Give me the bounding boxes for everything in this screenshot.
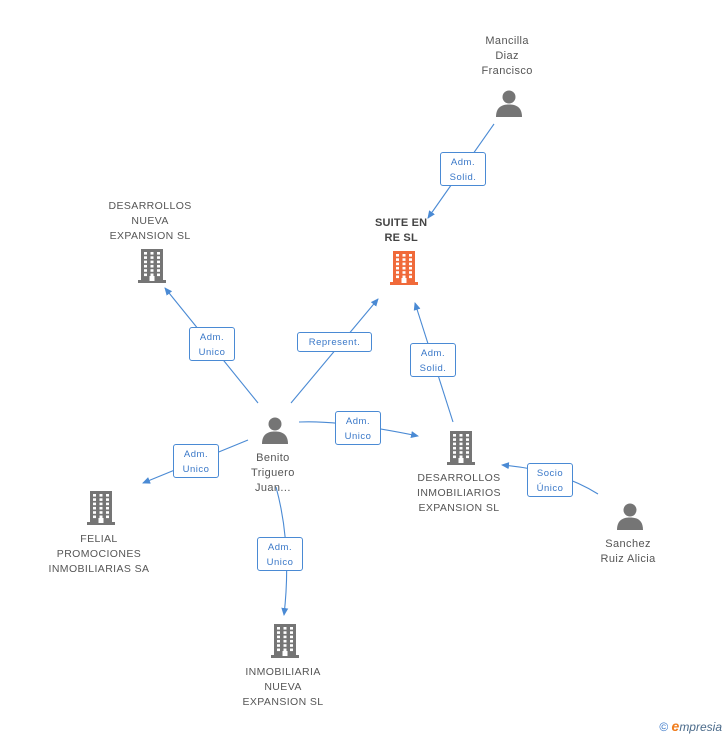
node-label-line: EXPANSION SL bbox=[418, 502, 500, 514]
edge-label-line: Unico bbox=[182, 464, 210, 475]
node-label-line: DESARROLLOS bbox=[417, 472, 501, 484]
node-label-suite[interactable]: SUITE EN RE SL bbox=[375, 216, 427, 246]
edge-label-line: Unico bbox=[266, 557, 294, 568]
node-label-line: Mancilla bbox=[485, 35, 529, 47]
edge-label-benito-felial[interactable]: Adm. Unico bbox=[173, 444, 219, 478]
edge-label-benito-suite[interactable]: Represent. bbox=[297, 332, 372, 352]
node-label-line: RE SL bbox=[384, 232, 418, 244]
node-label-line: Juan... bbox=[254, 482, 291, 494]
edge-label-line: Único bbox=[536, 483, 564, 494]
edge-label-mancilla-suite[interactable]: Adm. Solid. bbox=[440, 152, 486, 186]
node-label-line: EXPANSION SL bbox=[109, 230, 191, 242]
edge-label-line: Adm. bbox=[267, 542, 293, 553]
node-label-line: DESARROLLOS bbox=[108, 200, 192, 212]
person-icon-mancilla[interactable] bbox=[494, 88, 524, 123]
edge-label-benito-desarrollos-inmob[interactable]: Adm. Unico bbox=[335, 411, 381, 445]
edge-label-line: Solid. bbox=[449, 172, 477, 183]
node-label-line: INMOBILIARIAS SA bbox=[48, 563, 150, 575]
edge-label-line: Adm. bbox=[450, 157, 476, 168]
node-label-line: NUEVA bbox=[264, 681, 302, 693]
node-label-line: PROMOCIONES bbox=[56, 548, 142, 560]
building-icon-felial[interactable] bbox=[86, 491, 116, 530]
edge-label-line: Solid. bbox=[419, 363, 447, 374]
node-label-line: Diaz bbox=[495, 50, 519, 62]
edge-label-desarrollos-inmob-suite[interactable]: Adm. Solid. bbox=[410, 343, 456, 377]
node-label-line: Benito bbox=[256, 452, 290, 464]
node-label-line: INMOBILIARIA bbox=[245, 666, 321, 678]
person-icon-sanchez[interactable] bbox=[615, 501, 645, 536]
edge-label-line: Represent. bbox=[308, 337, 361, 348]
brand-logo-initial: e bbox=[671, 718, 680, 734]
building-icon-desarrollos-inmob[interactable] bbox=[446, 431, 476, 470]
edge-label-benito-desarrollos-nueva[interactable]: Adm. Unico bbox=[189, 327, 235, 361]
node-label-desarrollos-inmob[interactable]: DESARROLLOS INMOBILIARIOS EXPANSION SL bbox=[417, 471, 501, 516]
building-icon-suite[interactable] bbox=[389, 251, 419, 290]
edge-label-benito-inmobiliaria-nueva[interactable]: Adm. Unico bbox=[257, 537, 303, 571]
brand-name: mpresia bbox=[679, 720, 722, 734]
node-label-line: INMOBILIARIOS bbox=[417, 487, 501, 499]
edge-label-line: Adm. bbox=[420, 348, 446, 359]
empresia-watermark: © empresia bbox=[659, 718, 722, 734]
edge-label-line: Adm. bbox=[199, 332, 225, 343]
node-label-felial[interactable]: FELIAL PROMOCIONES INMOBILIARIAS SA bbox=[49, 532, 150, 577]
node-label-line: Francisco bbox=[481, 65, 533, 77]
node-label-desarrollos-nueva[interactable]: DESARROLLOS NUEVA EXPANSION SL bbox=[109, 199, 192, 244]
node-label-inmobiliaria-nueva[interactable]: INMOBILIARIA NUEVA EXPANSION SL bbox=[243, 665, 324, 710]
node-label-line: EXPANSION SL bbox=[242, 696, 324, 708]
edge-label-line: Adm. bbox=[345, 416, 371, 427]
copyright-symbol: © bbox=[659, 720, 669, 734]
node-label-line: Triguero bbox=[251, 467, 295, 479]
node-label-line: FELIAL bbox=[80, 533, 118, 545]
edge-label-line: Adm. bbox=[183, 449, 209, 460]
person-icon-benito[interactable] bbox=[260, 415, 290, 450]
node-label-line: Ruiz Alicia bbox=[600, 553, 656, 565]
edge-label-line: Unico bbox=[198, 347, 226, 358]
edge-label-line: Unico bbox=[344, 431, 372, 442]
node-label-line: NUEVA bbox=[131, 215, 169, 227]
building-icon-desarrollos-nueva[interactable] bbox=[137, 249, 167, 288]
node-label-line: Sanchez bbox=[605, 538, 651, 550]
building-icon-inmobiliaria-nueva[interactable] bbox=[270, 624, 300, 663]
node-label-line: SUITE EN bbox=[375, 217, 428, 229]
edge-label-line: Socio bbox=[536, 468, 564, 479]
